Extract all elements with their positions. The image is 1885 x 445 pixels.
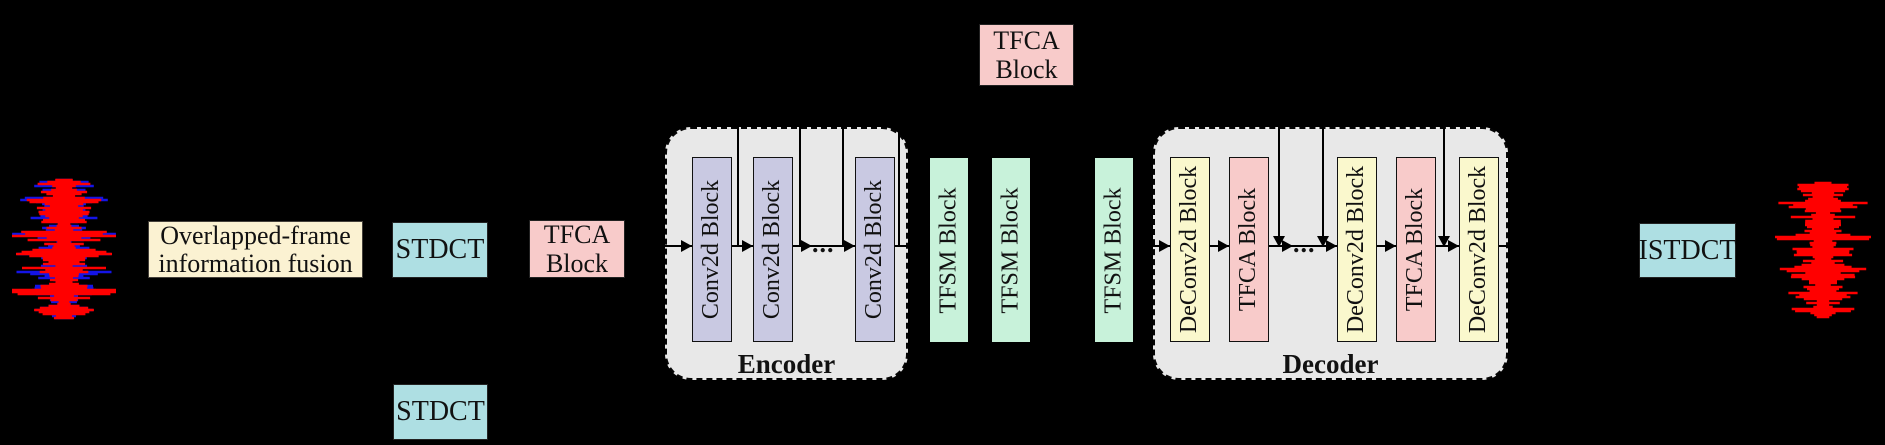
deconv2d-block-label: DeConv2d Block: [1343, 165, 1370, 334]
encoder-skip-line: [842, 127, 844, 247]
flow-arrowhead: [742, 240, 753, 252]
encoder-skip-line: [898, 127, 900, 247]
tfca-input-label-line1: TFCA: [543, 220, 611, 249]
tfca-input-box: TFCA Block: [529, 220, 625, 278]
fusion-label-line1: Overlapped-frame: [160, 220, 351, 250]
decoder-ellipsis: ...: [1293, 229, 1316, 258]
stdct-box: STDCT: [392, 222, 488, 278]
tfsm-block: TFSM Block: [930, 158, 968, 342]
deconv2d-block-label: DeConv2d Block: [1176, 165, 1203, 334]
flow-arrowhead: [1326, 240, 1337, 252]
tfsm-block: TFSM Block: [1095, 158, 1133, 342]
conv2d-block-label: Conv2d Block: [861, 179, 888, 320]
tfca-block: TFCA Block: [1229, 157, 1269, 342]
decoder-skip-line: [1322, 127, 1324, 236]
tfsm-block-label: TFSM Block: [1100, 186, 1127, 314]
tfca-top-label-line1: TFCA: [993, 26, 1060, 55]
fusion-label-line2: information fusion: [158, 248, 353, 278]
tfca-top-box: TFCA Block: [979, 24, 1074, 86]
decoder-skip-line: [1443, 127, 1445, 236]
tfsm-block: TFSM Block: [992, 158, 1030, 342]
skip-arrowhead: [1438, 236, 1450, 247]
deconv2d-block: DeConv2d Block: [1337, 157, 1377, 342]
noisy-waveform-image: [12, 178, 116, 320]
istdct-label: ISTDCT: [1638, 234, 1737, 266]
stdct-bottom-box: STDCT: [393, 384, 488, 440]
encoder-title: Encoder: [737, 349, 836, 379]
conv2d-block: Conv2d Block: [753, 157, 793, 342]
tfca-block-label: TFCA Block: [1402, 187, 1429, 312]
tfca-block-label: TFCA Block: [1235, 187, 1262, 312]
deconv2d-block: DeConv2d Block: [1459, 157, 1499, 342]
tfsm-block-label: TFSM Block: [935, 186, 962, 314]
tfca-block: TFCA Block: [1396, 157, 1436, 342]
stdct-bottom-label: STDCT: [396, 396, 485, 427]
conv2d-block-label: Conv2d Block: [698, 179, 725, 320]
decoder-title: Decoder: [1282, 349, 1379, 379]
flow-arrowhead: [1159, 240, 1170, 252]
flow-arrowhead: [1448, 240, 1459, 252]
conv2d-block-label: Conv2d Block: [759, 179, 786, 320]
flow-arrowhead: [681, 240, 692, 252]
skip-arrowhead: [1273, 236, 1285, 247]
conv2d-block: Conv2d Block: [692, 157, 732, 342]
skip-arrowhead: [1317, 236, 1329, 247]
conv2d-block: Conv2d Block: [855, 157, 895, 342]
tfsm-block-label: TFSM Block: [997, 186, 1024, 314]
flow-arrowhead: [844, 240, 855, 252]
deconv2d-block-label: DeConv2d Block: [1465, 165, 1492, 334]
flow-arrowhead: [801, 240, 812, 252]
istdct-box: ISTDCT: [1638, 223, 1737, 278]
enhanced-waveform-image: [1775, 181, 1871, 319]
flow-arrowhead: [1218, 240, 1229, 252]
encoder-skip-line: [799, 127, 801, 247]
stdct-label: STDCT: [395, 234, 485, 265]
decoder-container: [1153, 127, 1508, 380]
encoder-ellipsis: ...: [812, 229, 835, 258]
flow-arrowhead: [1385, 240, 1396, 252]
fusion-box: Overlapped-frame information fusion: [148, 221, 363, 278]
flow-arrowhead: [1282, 240, 1293, 252]
tfca-top-label-line2: Block: [995, 55, 1058, 84]
decoder-skip-line: [1278, 127, 1280, 236]
encoder-skip-line: [737, 127, 739, 247]
deconv2d-block: DeConv2d Block: [1170, 157, 1210, 342]
tfca-input-label-line2: Block: [545, 249, 609, 278]
